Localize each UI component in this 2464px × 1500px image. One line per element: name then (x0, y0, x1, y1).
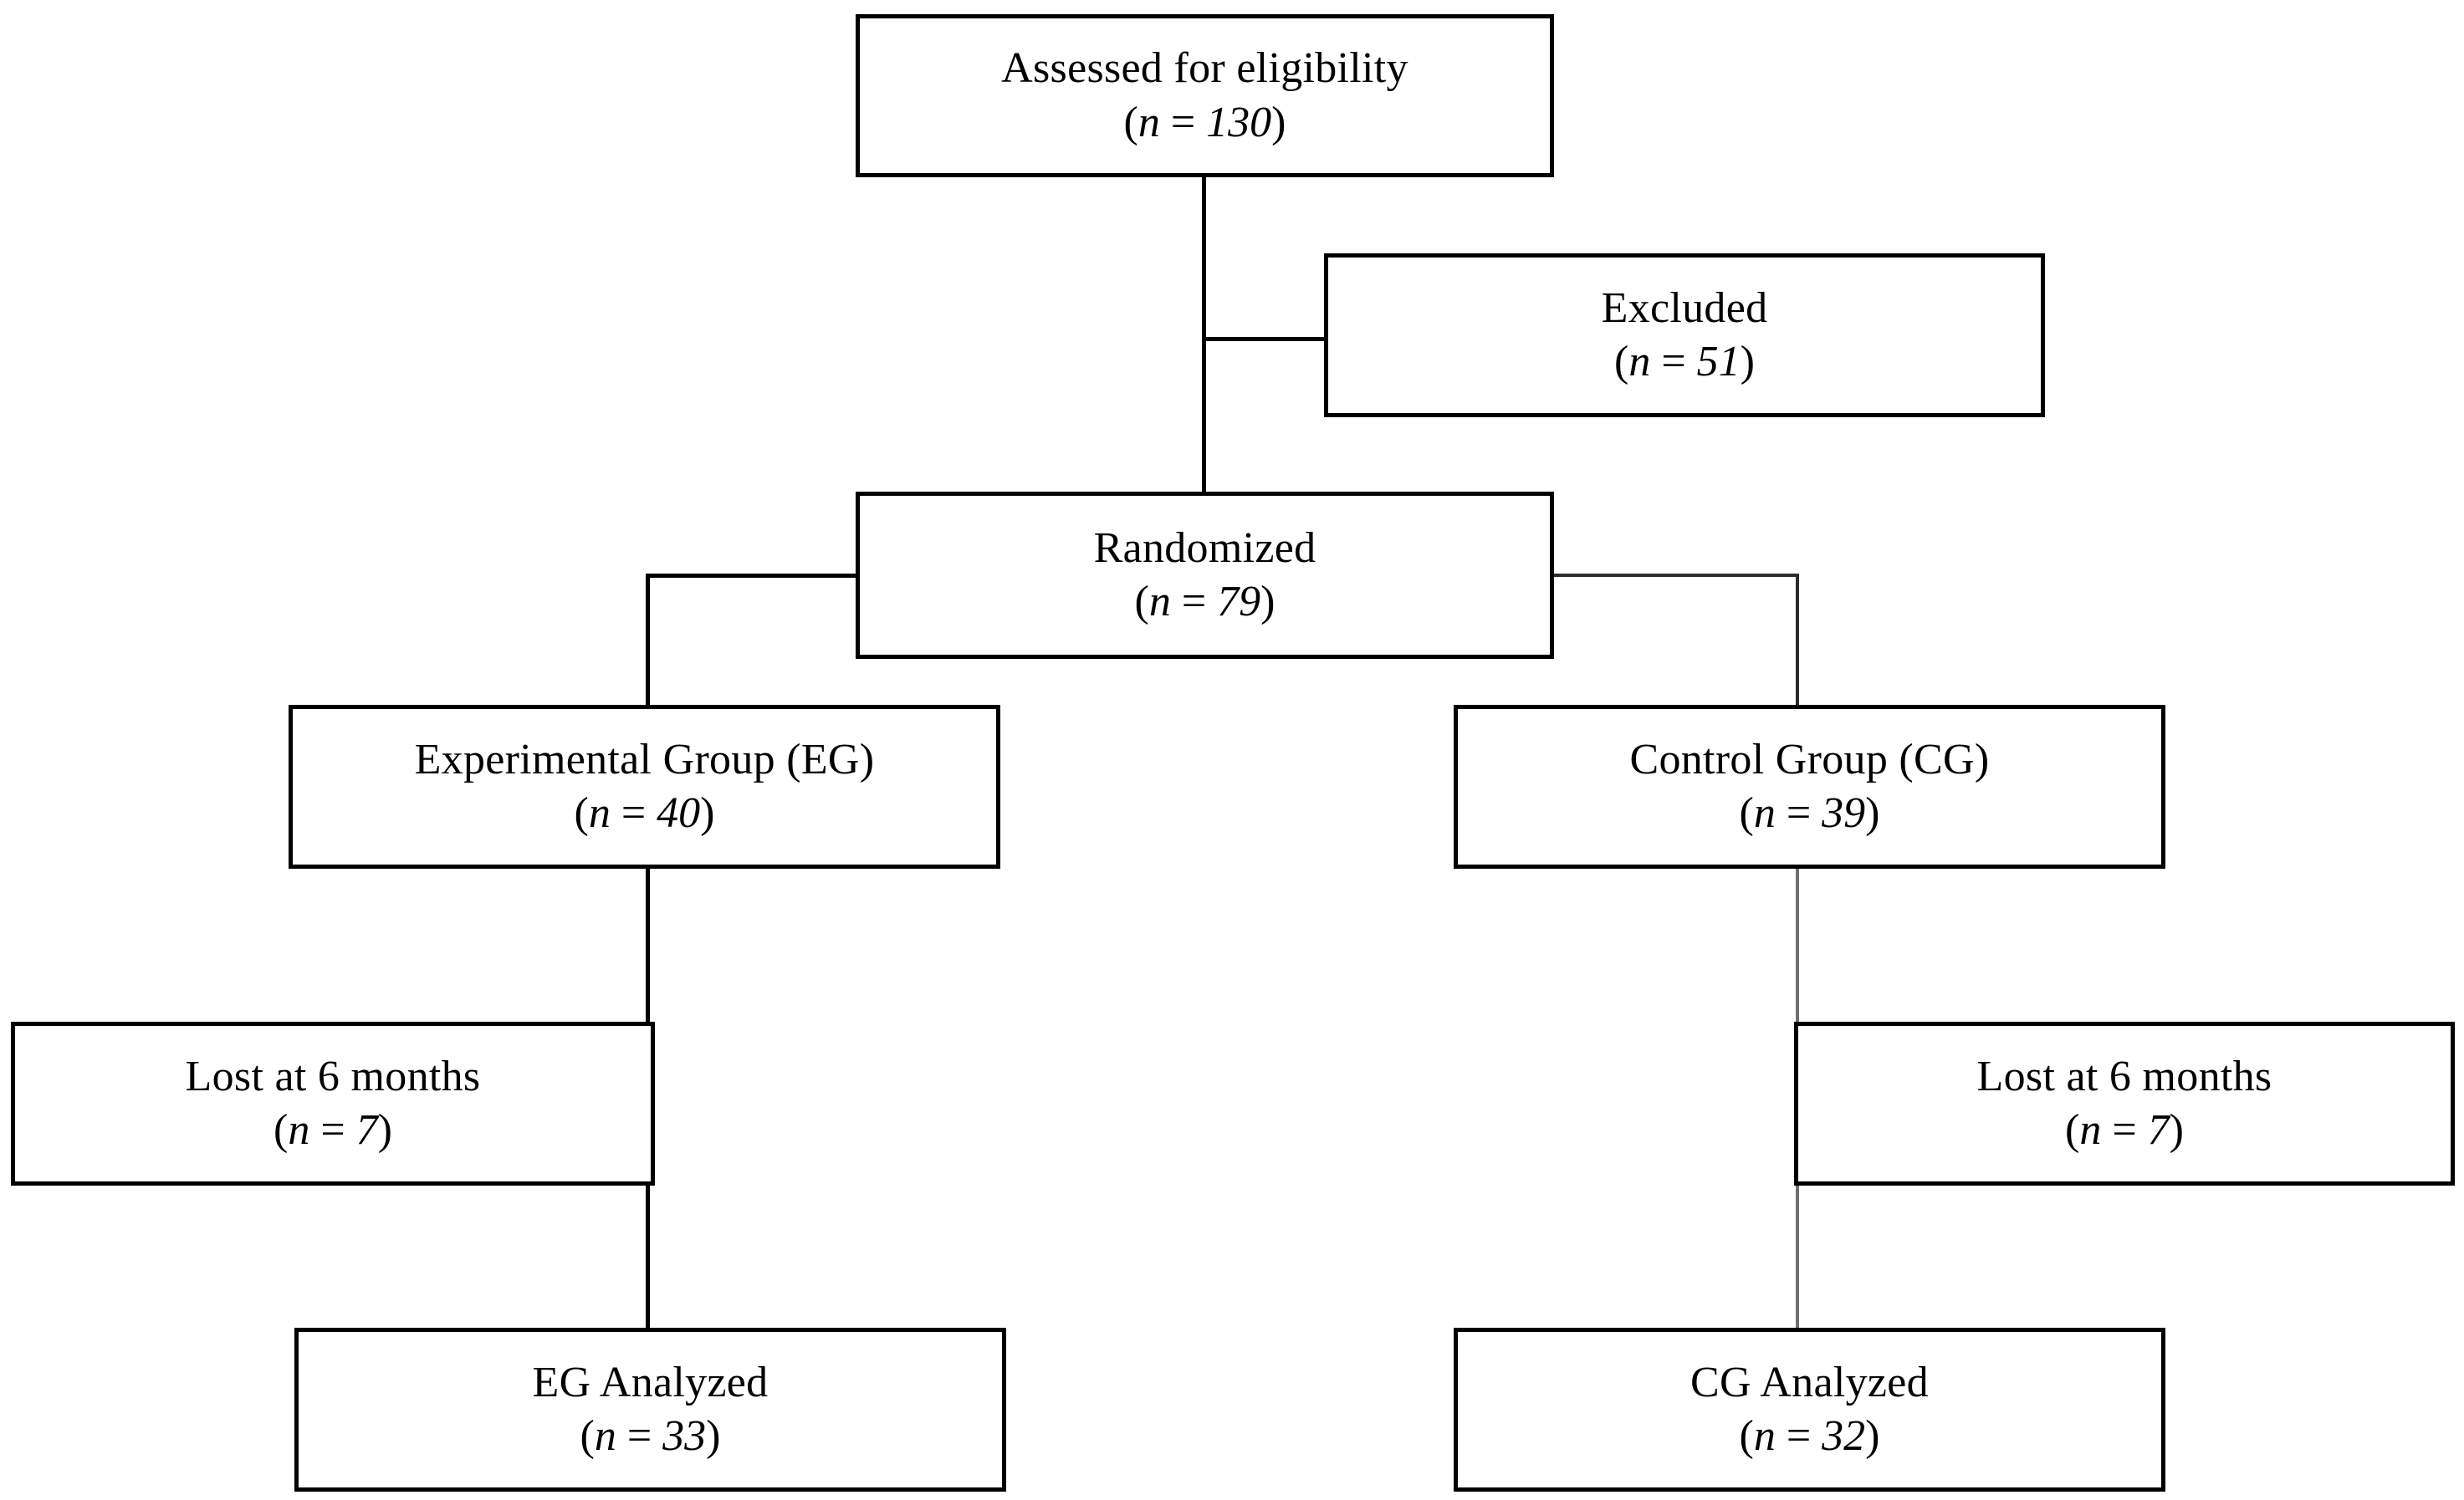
equals-symbol: = (309, 1106, 356, 1154)
connector-randomized-to-eg-vertical (646, 574, 650, 707)
node-lost-left-title: Lost at 6 months (185, 1052, 481, 1100)
n-symbol: n (594, 1412, 616, 1460)
node-cg-analyzed: CG Analyzed (n = 32) (1454, 1328, 2165, 1492)
equals-symbol: = (610, 789, 657, 837)
equals-symbol: = (2101, 1106, 2148, 1154)
count-value: 79 (1217, 578, 1261, 625)
node-cg-analyzed-count: (n = 32) (1740, 1412, 1880, 1461)
paren-close: ) (2169, 1106, 2184, 1154)
connector-randomized-to-cg-vertical (1796, 574, 1799, 707)
paren-open: ( (1123, 98, 1138, 146)
paren-close: ) (706, 1412, 721, 1460)
connector-randomized-to-eg-horizontal (646, 574, 859, 578)
connector-randomized-to-cg-horizontal (1548, 574, 1799, 577)
node-assessed-for-eligibility: Assessed for eligibility (n = 130) (856, 14, 1554, 177)
node-experimental-group: Experimental Group (EG) (n = 40) (289, 705, 1000, 869)
node-lost-at-6-months-left: Lost at 6 months (n = 7) (11, 1022, 655, 1186)
count-value: 39 (1822, 789, 1866, 837)
paren-open: ( (1134, 578, 1149, 625)
node-eg-analyzed-title: EG Analyzed (532, 1358, 769, 1406)
paren-open: ( (580, 1412, 595, 1460)
n-symbol: n (1148, 578, 1171, 625)
paren-close: ) (1865, 789, 1880, 837)
connector-assessed-to-randomized (1202, 176, 1206, 493)
n-symbol: n (1753, 1412, 1776, 1460)
n-symbol: n (1753, 789, 1776, 837)
equals-symbol: = (1775, 1412, 1822, 1460)
count-value: 7 (2147, 1106, 2170, 1154)
count-value: 32 (1822, 1412, 1866, 1460)
node-eg-analyzed-count: (n = 33) (580, 1412, 721, 1461)
count-value: 51 (1696, 338, 1741, 385)
paren-close: ) (700, 789, 715, 837)
node-experimental-group-title: Experimental Group (EG) (414, 735, 875, 783)
paren-close: ) (1865, 1412, 1880, 1460)
n-symbol: n (2079, 1106, 2102, 1154)
equals-symbol: = (1650, 338, 1697, 385)
node-control-group-count: (n = 39) (1740, 789, 1880, 838)
node-excluded-title: Excluded (1601, 283, 1768, 332)
node-excluded: Excluded (n = 51) (1324, 253, 2045, 417)
count-value: 130 (1206, 98, 1272, 146)
equals-symbol: = (1159, 98, 1207, 146)
n-symbol: n (1628, 338, 1651, 385)
node-randomized-count: (n = 79) (1135, 578, 1275, 626)
paren-close: ) (1740, 338, 1755, 385)
count-value: 7 (355, 1106, 378, 1154)
count-value: 33 (662, 1412, 707, 1460)
node-assessed-title: Assessed for eligibility (1001, 44, 1408, 93)
paren-close: ) (377, 1106, 392, 1154)
equals-symbol: = (616, 1412, 663, 1460)
n-symbol: n (288, 1106, 310, 1154)
node-control-group-title: Control Group (CG) (1629, 735, 1990, 783)
n-symbol: n (1137, 98, 1160, 146)
n-symbol: n (588, 789, 611, 837)
node-lost-left-count: (n = 7) (273, 1106, 392, 1155)
node-assessed-count: (n = 130) (1124, 99, 1286, 147)
paren-open: ( (273, 1106, 289, 1154)
equals-symbol: = (1775, 789, 1822, 837)
node-randomized-title: Randomized (1093, 523, 1316, 572)
node-eg-analyzed: EG Analyzed (n = 33) (294, 1328, 1006, 1492)
node-lost-right-count: (n = 7) (2065, 1106, 2184, 1155)
paren-open: ( (2065, 1106, 2080, 1154)
node-control-group: Control Group (CG) (n = 39) (1454, 705, 2165, 869)
paren-open: ( (574, 789, 589, 837)
node-lost-at-6-months-right: Lost at 6 months (n = 7) (1794, 1022, 2455, 1186)
equals-symbol: = (1170, 578, 1218, 625)
paren-open: ( (1739, 789, 1754, 837)
connector-spine-to-excluded (1202, 337, 1327, 341)
node-randomized: Randomized (n = 79) (856, 492, 1554, 659)
node-excluded-count: (n = 51) (1614, 338, 1755, 386)
paren-open: ( (1739, 1412, 1754, 1460)
count-value: 40 (657, 789, 701, 837)
paren-open: ( (1614, 338, 1629, 385)
node-experimental-group-count: (n = 40) (575, 789, 715, 838)
node-cg-analyzed-title: CG Analyzed (1690, 1358, 1929, 1406)
paren-close: ) (1260, 578, 1275, 625)
node-lost-right-title: Lost at 6 months (1976, 1052, 2272, 1100)
paren-close: ) (1271, 98, 1286, 146)
